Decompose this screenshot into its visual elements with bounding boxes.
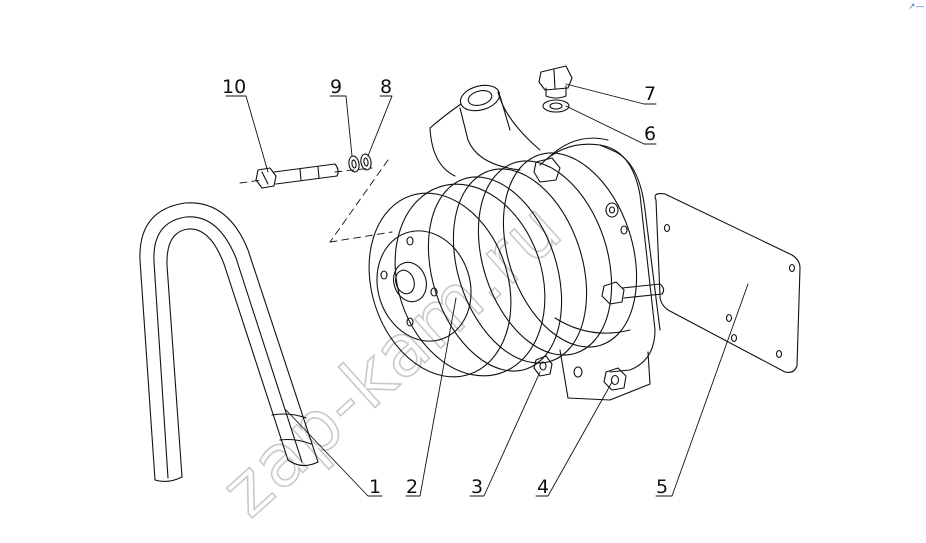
assembly-axis-lines [239,159,393,243]
callout-1: 1 [369,476,381,498]
callout-2: 2 [406,476,418,498]
nut-part-3 [533,355,553,377]
callout-numbers: 1 2 3 4 5 6 7 8 9 10 [222,76,668,498]
callout-9: 9 [330,76,342,98]
pump-housing [539,137,661,401]
callout-4: 4 [537,476,549,498]
housing-top-boss [533,157,561,183]
svg-text:zap-kam.ru: zap-kam.ru [205,185,578,533]
callout-3: 3 [471,476,483,498]
callout-7: 7 [644,83,656,105]
v-belt-part-1 [139,202,319,483]
washer-part-9 [348,155,360,173]
callout-10: 10 [222,76,246,98]
nut-part-4 [601,281,665,391]
sealing-washer-part-6 [542,99,570,113]
corner-mark: ↗— [908,2,925,12]
spring-washer-part-8 [360,153,372,171]
watermark: zap-kam.ru [204,184,579,533]
leader-lines [225,83,749,497]
outlet-elbow-pipe [429,84,541,177]
plug-bolt-part-7 [538,65,573,99]
callout-6: 6 [644,123,656,145]
pulley-part-2 [368,152,638,378]
callout-5: 5 [656,476,668,498]
gasket-part-5 [654,193,801,373]
bolt-part-10 [255,163,339,189]
callout-8: 8 [380,76,392,98]
